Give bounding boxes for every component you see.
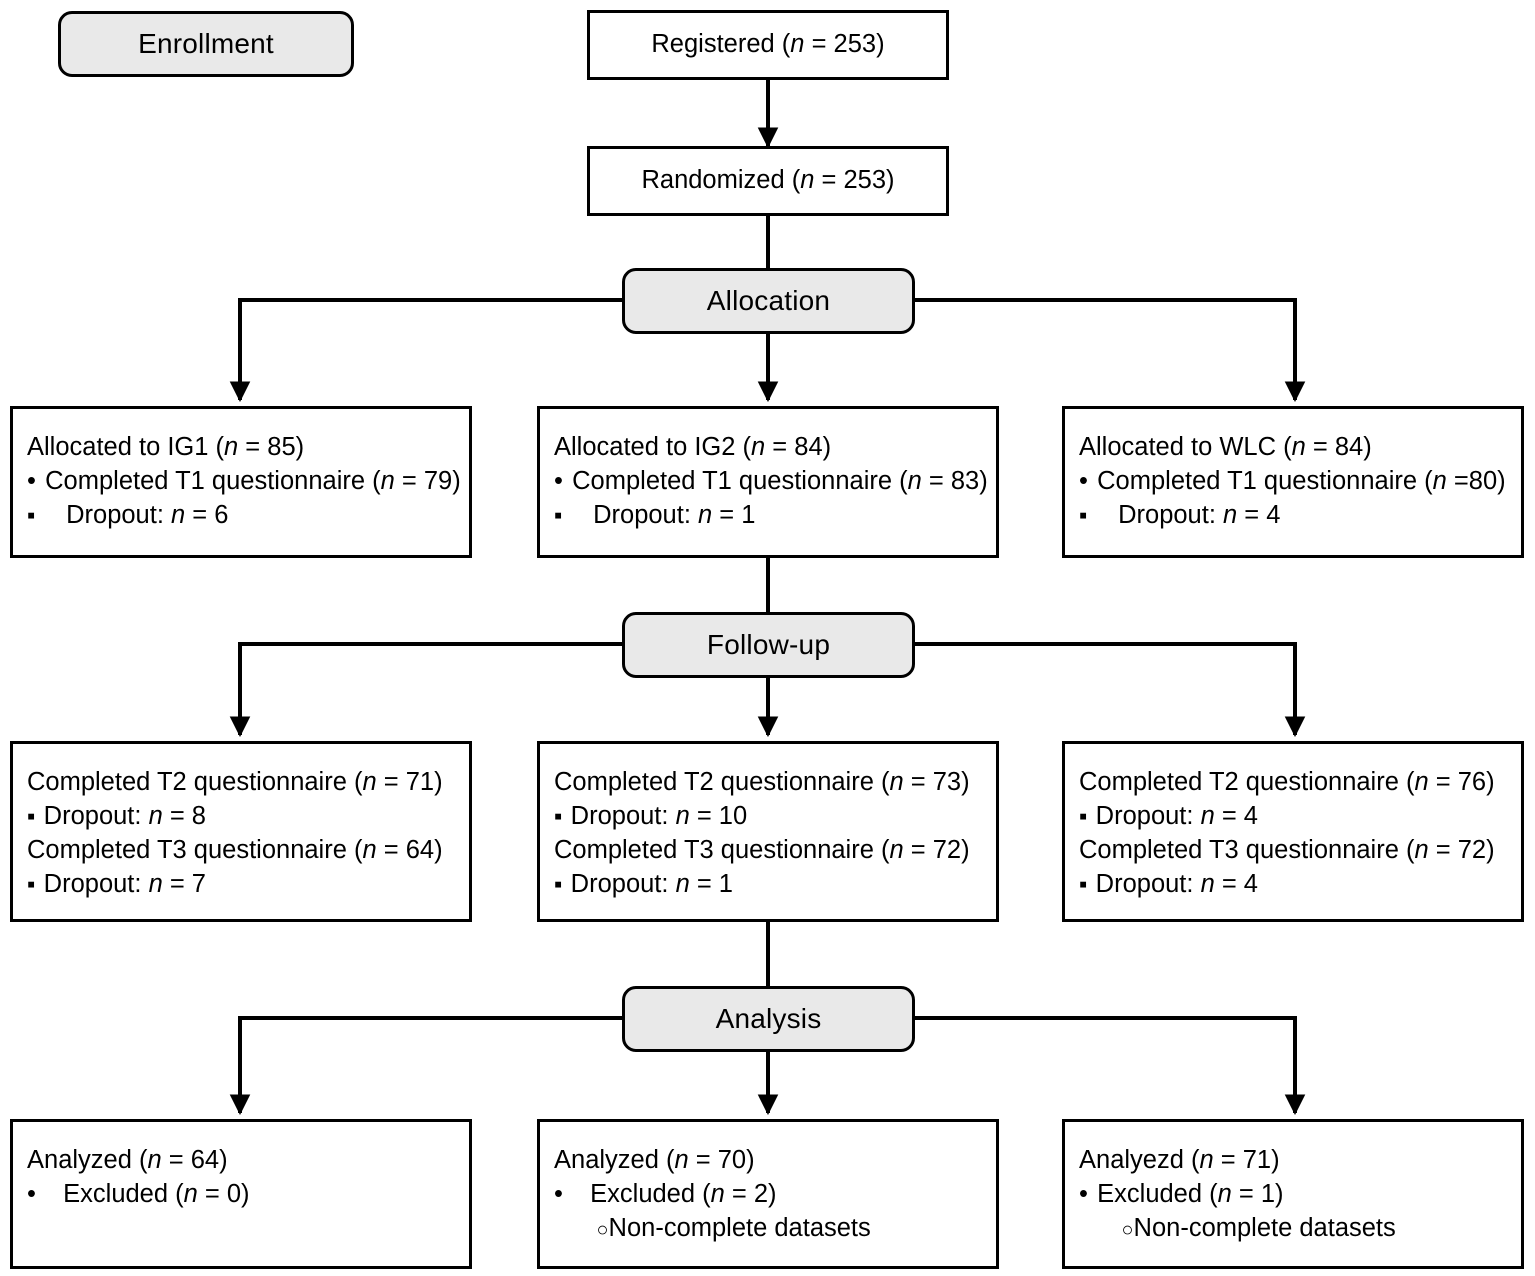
node-text-line: Completed T2 questionnaire (n = 71)	[27, 768, 443, 796]
node-analysis-ig2: Analyzed (n = 70) Excluded (n = 2)Non-com…	[537, 1119, 999, 1269]
node-text-line: Allocated to IG2 (n = 84)	[554, 433, 832, 461]
stage-label-text: Analysis	[715, 1003, 822, 1034]
node-text-line: Completed T2 questionnaire (n = 73)	[554, 768, 970, 796]
node-text-line: Completed T2 questionnaire (n = 76)	[1079, 768, 1495, 796]
registered-count: 253	[833, 30, 877, 59]
node-text-line: Completed T3 questionnaire (n = 72)	[554, 835, 970, 864]
node-text-line: Dropout: n = 7	[27, 868, 469, 902]
node-randomized: Randomized (n = 253)	[587, 146, 949, 216]
randomized-text: Randomized (n = 253)	[641, 166, 895, 195]
node-text-line: Excluded (n = 2)	[554, 1178, 996, 1212]
node-allocation-ig2: Allocated to IG2 (n = 84) Completed T1 qu…	[537, 406, 999, 558]
node-text-line: Dropout: n = 4	[1079, 868, 1521, 902]
registered-text: Registered (n = 253)	[651, 30, 885, 59]
node-text-line: Completed T1 questionnaire (n = 79)	[27, 465, 469, 499]
node-text-line: Completed T1 questionnaire (n =80)	[1079, 465, 1521, 499]
stage-label-allocation: Allocation	[622, 268, 915, 334]
node-text-line: Completed T1 questionnaire (n = 83)	[554, 465, 996, 499]
node-followup-ig2: Completed T2 questionnaire (n = 73) Dropo…	[537, 741, 999, 922]
branch-allocation-right	[915, 298, 1306, 403]
node-text-line: Completed T3 questionnaire (n = 72)	[1079, 835, 1495, 864]
node-text-line: Analyezd (n = 71)	[1079, 1146, 1280, 1174]
node-text-line: Dropout: n = 10	[554, 800, 996, 834]
node-registered: Registered (n = 253)	[587, 10, 949, 80]
stage-label-enrollment: Enrollment	[58, 11, 354, 77]
node-text-line: Analyzed (n = 70)	[554, 1146, 755, 1174]
node-text-line: Allocated to WLC (n = 84)	[1079, 433, 1372, 461]
node-text-line: Dropout: n = 1	[554, 499, 996, 533]
node-text-line: Dropout: n = 4	[1079, 800, 1521, 834]
node-analysis-wlc: Analyezd (n = 71) Excluded (n = 1)Non-com…	[1062, 1119, 1524, 1269]
node-allocation-wlc: Allocated to WLC (n = 84) Completed T1 qu…	[1062, 406, 1524, 558]
registered-label: Registered	[651, 30, 775, 59]
node-text-line: Allocated to IG1 (n = 85)	[27, 433, 305, 461]
stage-label-text: Allocation	[706, 285, 831, 316]
node-text-line: Non-complete datasets	[1122, 1212, 1521, 1246]
node-text-line: Completed T3 questionnaire (n = 64)	[27, 835, 443, 864]
node-text-line: Dropout: n = 1	[554, 868, 996, 902]
node-text-line: Dropout: n = 8	[27, 800, 469, 834]
stage-label-followup: Follow-up	[622, 612, 915, 678]
randomized-count: 253	[843, 166, 887, 195]
node-analysis-ig1: Analyzed (n = 64) Excluded (n = 0)	[10, 1119, 472, 1269]
branch-followup-left	[229, 642, 622, 738]
randomized-label: Randomized	[641, 166, 785, 195]
branch-allocation-left	[229, 298, 622, 403]
node-text-line: Dropout: n = 4	[1079, 499, 1521, 533]
node-allocation-ig1: Allocated to IG1 (n = 85) Completed T1 qu…	[10, 406, 472, 558]
stage-label-text: Enrollment	[138, 28, 274, 59]
branch-followup-right	[915, 642, 1306, 738]
branch-analysis-right	[915, 1016, 1306, 1116]
node-text-line: Excluded (n = 1)	[1079, 1178, 1521, 1212]
node-text-line: Dropout: n = 6	[27, 499, 469, 533]
node-text-line: Analyzed (n = 64)	[27, 1146, 228, 1174]
branch-analysis-left	[229, 1016, 622, 1116]
node-followup-wlc: Completed T2 questionnaire (n = 76) Dropo…	[1062, 741, 1524, 922]
stage-label-analysis: Analysis	[622, 986, 915, 1052]
node-text-line: Excluded (n = 0)	[27, 1178, 469, 1212]
node-text-line: Non-complete datasets	[597, 1212, 996, 1246]
node-followup-ig1: Completed T2 questionnaire (n = 71) Dropo…	[10, 741, 472, 922]
stage-label-text: Follow-up	[706, 629, 831, 660]
